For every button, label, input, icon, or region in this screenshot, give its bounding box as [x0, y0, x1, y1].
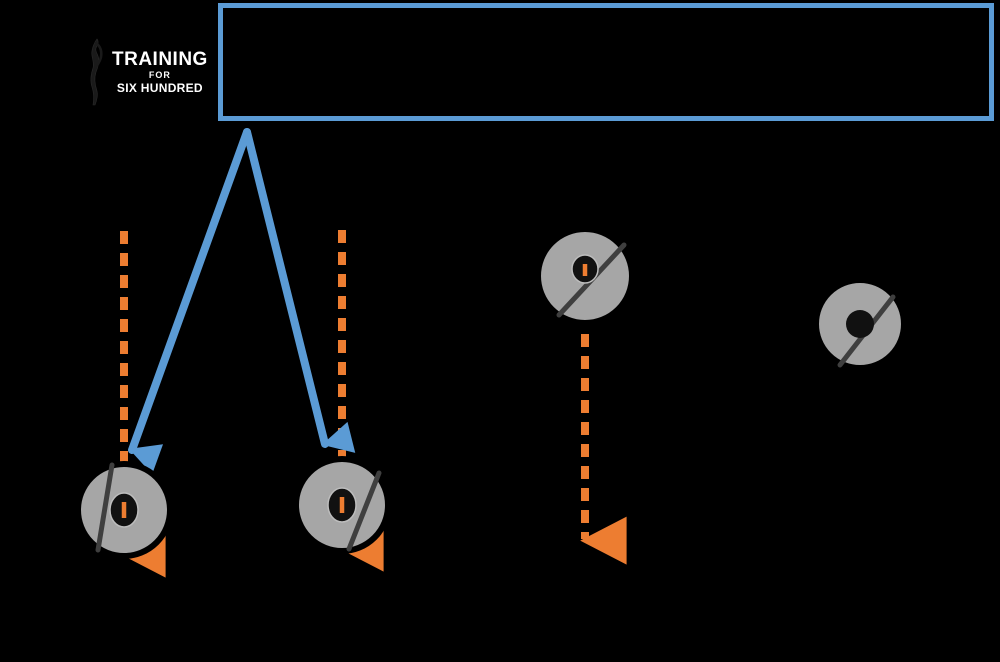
brand-logo[interactable]: TRAINING FOR SIX HUNDRED — [84, 34, 224, 110]
disc-4[interactable] — [813, 277, 907, 371]
disc-2[interactable] — [293, 456, 391, 554]
title-box[interactable] — [218, 3, 994, 121]
disc-3[interactable] — [535, 226, 635, 326]
brand-line-training: TRAINING — [112, 49, 208, 70]
disc-1[interactable] — [75, 461, 173, 559]
runner-silhouette-icon — [84, 37, 110, 107]
disc-1-slash-icon — [95, 462, 115, 553]
blue-chevron-arrow — [128, 128, 356, 475]
brand-line-six-hundred: SIX HUNDRED — [116, 81, 203, 95]
disc-4-hub — [846, 310, 874, 338]
blue-arrow-right-leg — [243, 128, 356, 453]
disc-2-slash-icon — [346, 470, 382, 552]
blue-arrow-left-leg — [128, 128, 251, 475]
brand-line-for: FOR — [148, 70, 171, 80]
brand-wordmark: TRAINING FOR SIX HUNDRED — [112, 50, 208, 94]
